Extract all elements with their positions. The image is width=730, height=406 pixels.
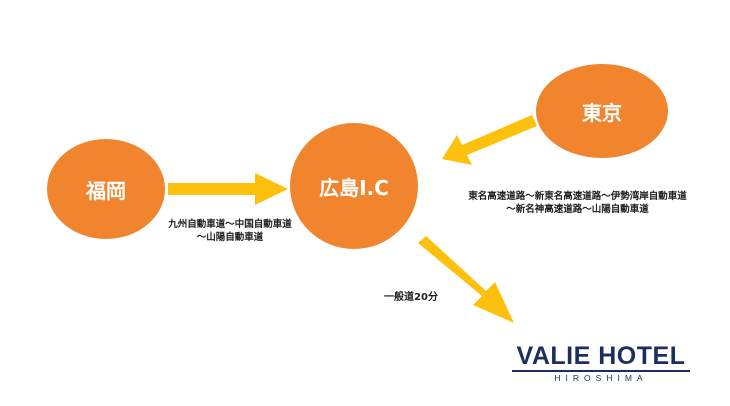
route-fukuoka-line2: 〜山陽自動車道 xyxy=(196,232,264,243)
node-fukuoka: 福岡 xyxy=(47,139,165,239)
route-label-local: 一般道20分 xyxy=(376,291,446,304)
arrow-hiroshima-to-hotel xyxy=(418,236,514,323)
node-tokyo: 東京 xyxy=(536,64,668,158)
hotel-logo-subtitle: HIROSHIMA xyxy=(554,373,648,383)
node-fukuoka-label: 福岡 xyxy=(86,178,126,203)
route-local-text: 一般道20分 xyxy=(384,292,438,303)
route-tokyo-line1: 東名高速道路〜新東名高速道路〜伊勢湾岸自動車道 xyxy=(468,191,687,202)
route-tokyo-line2: 〜新名神高速道路〜山陽自動車道 xyxy=(506,204,649,215)
hotel-logo: VALIE HOTEL HIROSHIMA xyxy=(510,343,692,384)
route-label-fukuoka: 九州自動車道〜中国自動車道 〜山陽自動車道 xyxy=(155,218,305,244)
arrow-fukuoka-to-hiroshima xyxy=(168,173,288,205)
hotel-logo-name: VALIE HOTEL xyxy=(516,342,686,370)
route-label-tokyo: 東名高速道路〜新東名高速道路〜伊勢湾岸自動車道 〜新名神高速道路〜山陽自動車道 xyxy=(455,190,700,216)
node-hiroshima-ic: 広島I.C xyxy=(290,123,418,249)
node-tokyo-label: 東京 xyxy=(582,100,622,125)
hotel-logo-rule xyxy=(512,370,690,372)
route-fukuoka-line1: 九州自動車道〜中国自動車道 xyxy=(168,219,292,230)
node-hiroshima-ic-label: 広島I.C xyxy=(319,175,389,200)
arrow-tokyo-to-hiroshima xyxy=(442,115,537,165)
